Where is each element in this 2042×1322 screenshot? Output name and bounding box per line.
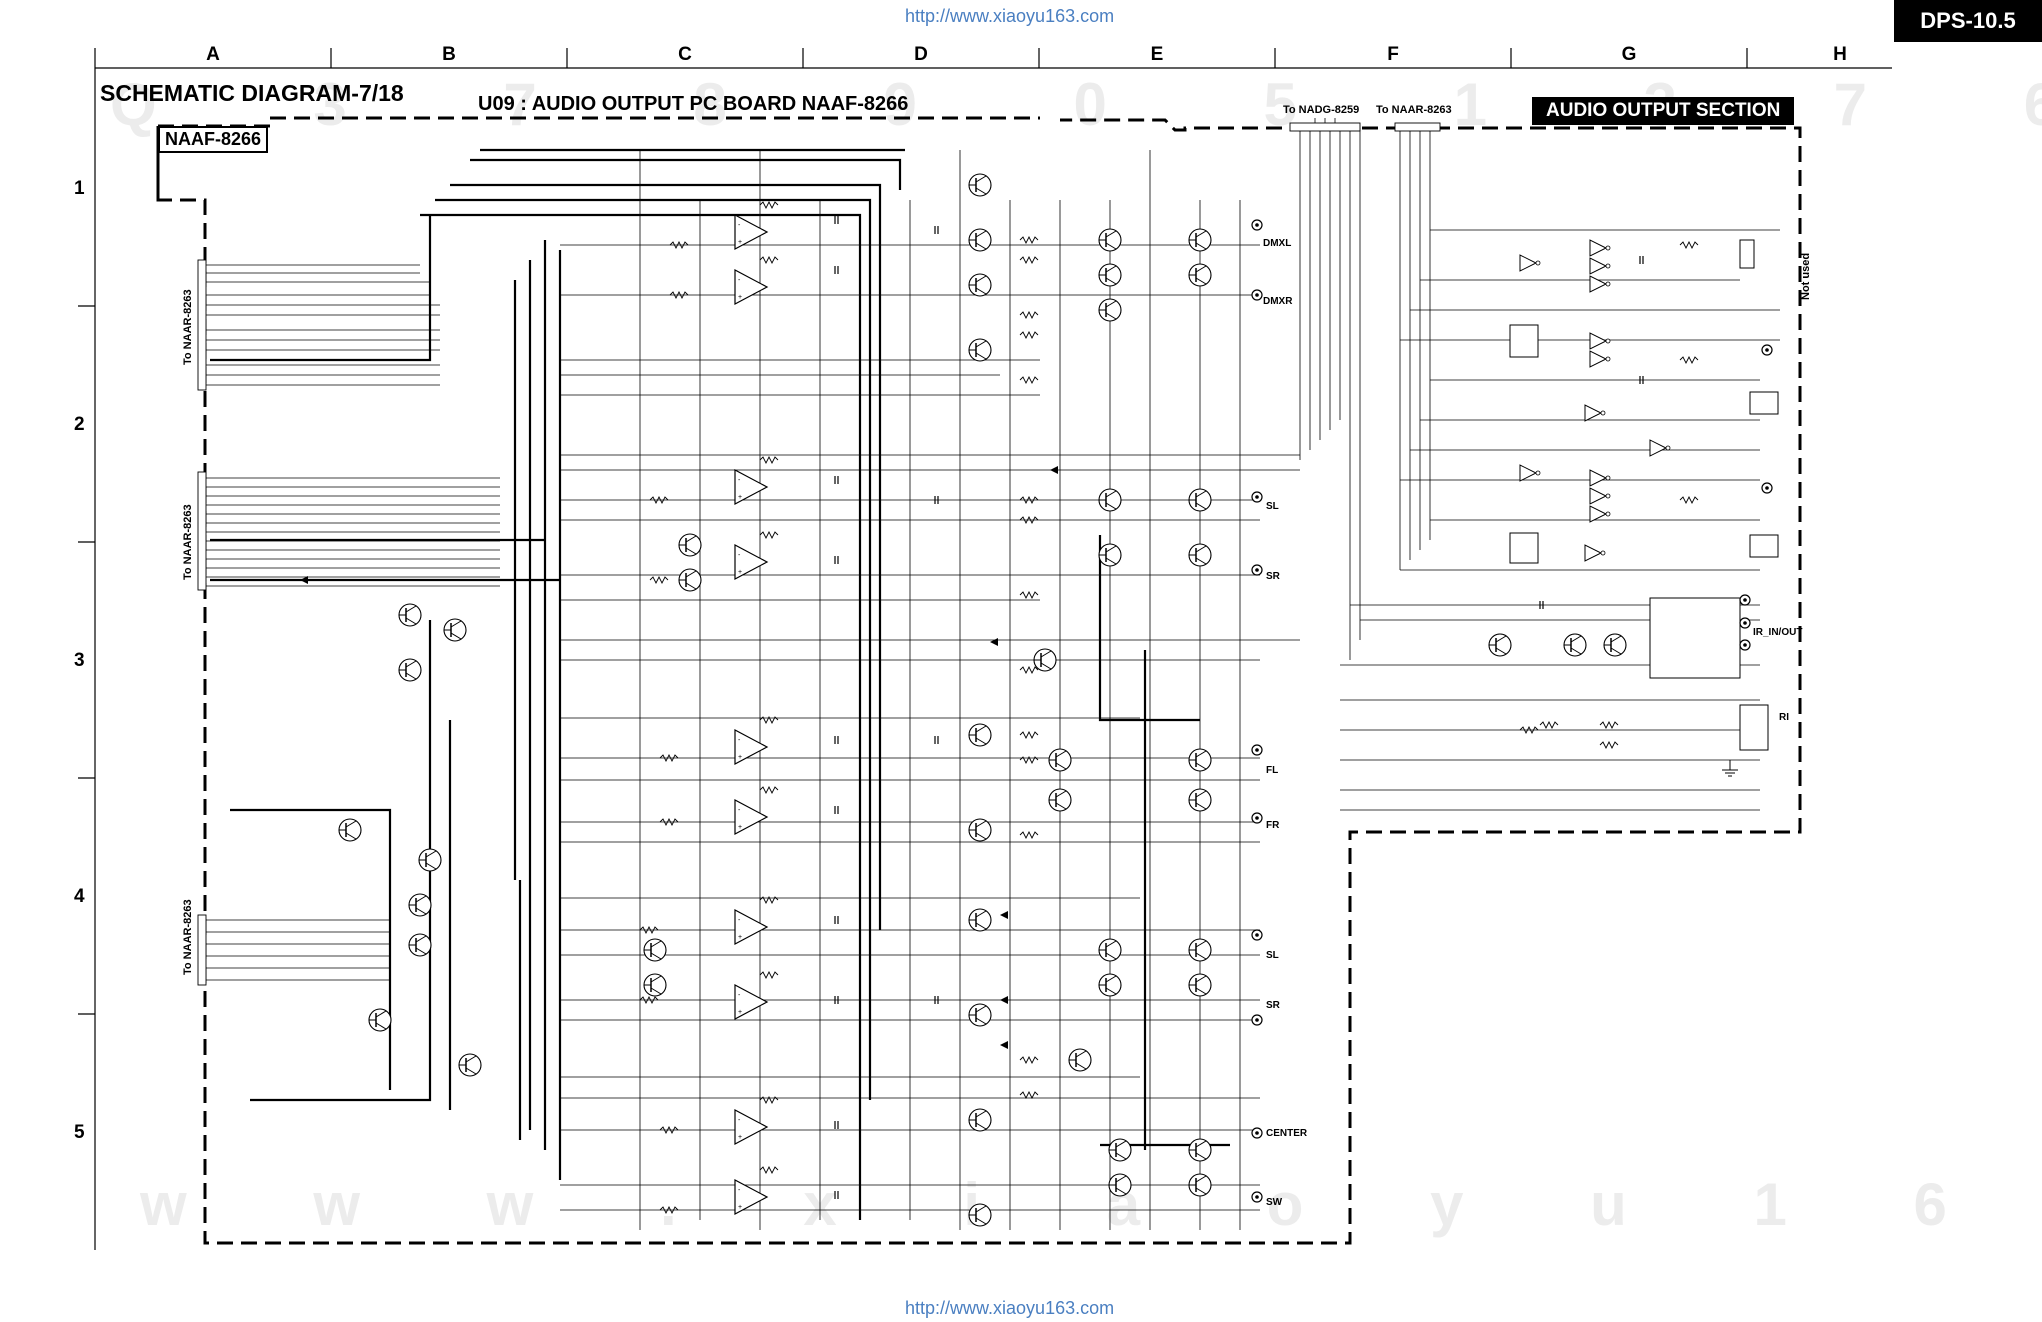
grid-col-g: G [1621,44,1637,65]
grid-row-1: 1 [74,178,85,199]
grid-col-d: D [914,44,928,65]
grid-row-5: 5 [74,1122,85,1143]
side-connector-3: To NAAR-8263 [182,899,194,975]
output-sl-2: SL [1266,950,1279,961]
output-sl-1: SL [1266,501,1279,512]
output-sr-1: SR [1266,571,1280,582]
grid-col-f: F [1387,44,1399,65]
output-fr: FR [1266,820,1280,831]
output-ir-in-out: IR_IN/OUT [1753,627,1803,638]
top-connector-naar: To NAAR-8263 [1376,104,1452,116]
board-tag: NAAF-8266 [158,126,269,153]
output-ri: RI [1779,712,1789,723]
output-sr-2: SR [1266,1000,1280,1011]
top-connector-nadg: To NADG-8259 [1283,104,1360,116]
output-dmxl: DMXL [1263,238,1292,249]
section-label: AUDIO OUTPUT SECTION [1532,97,1795,125]
model-badge: DPS-10.5 [1894,0,2042,42]
output-dmxr: DMXR [1263,296,1293,307]
grid-col-e: E [1150,44,1164,65]
svg-text:w w w . x i a o y u 1 6 3 . c: w w w . x i a o y u 1 6 3 . c o m [139,1171,2042,1238]
not-used-label: Not used [1800,252,1812,300]
grid-row-4: 4 [74,886,85,907]
grid-row-3: 3 [74,650,85,671]
side-connector-1: To NAAR-8263 [182,289,194,365]
side-connector-2: To NAAR-8263 [182,504,194,580]
board-title: U09 : AUDIO OUTPUT PC BOARD NAAF-8266 [478,93,909,115]
grid-col-c: C [678,44,692,65]
output-fl: FL [1266,765,1279,776]
output-center: CENTER [1266,1128,1308,1139]
grid-col-b: B [442,44,456,65]
grid-col-h: H [1833,44,1847,65]
grid-row-2: 2 [74,414,85,435]
grid-col-a: A [206,44,220,65]
diagram-title: SCHEMATIC DIAGRAM-7/18 [100,80,404,106]
output-sw: SW [1266,1197,1283,1208]
bottom-url[interactable]: http://www.xiaoyu163.com [905,1298,1115,1318]
top-url[interactable]: http://www.xiaoyu163.com [905,6,1115,26]
